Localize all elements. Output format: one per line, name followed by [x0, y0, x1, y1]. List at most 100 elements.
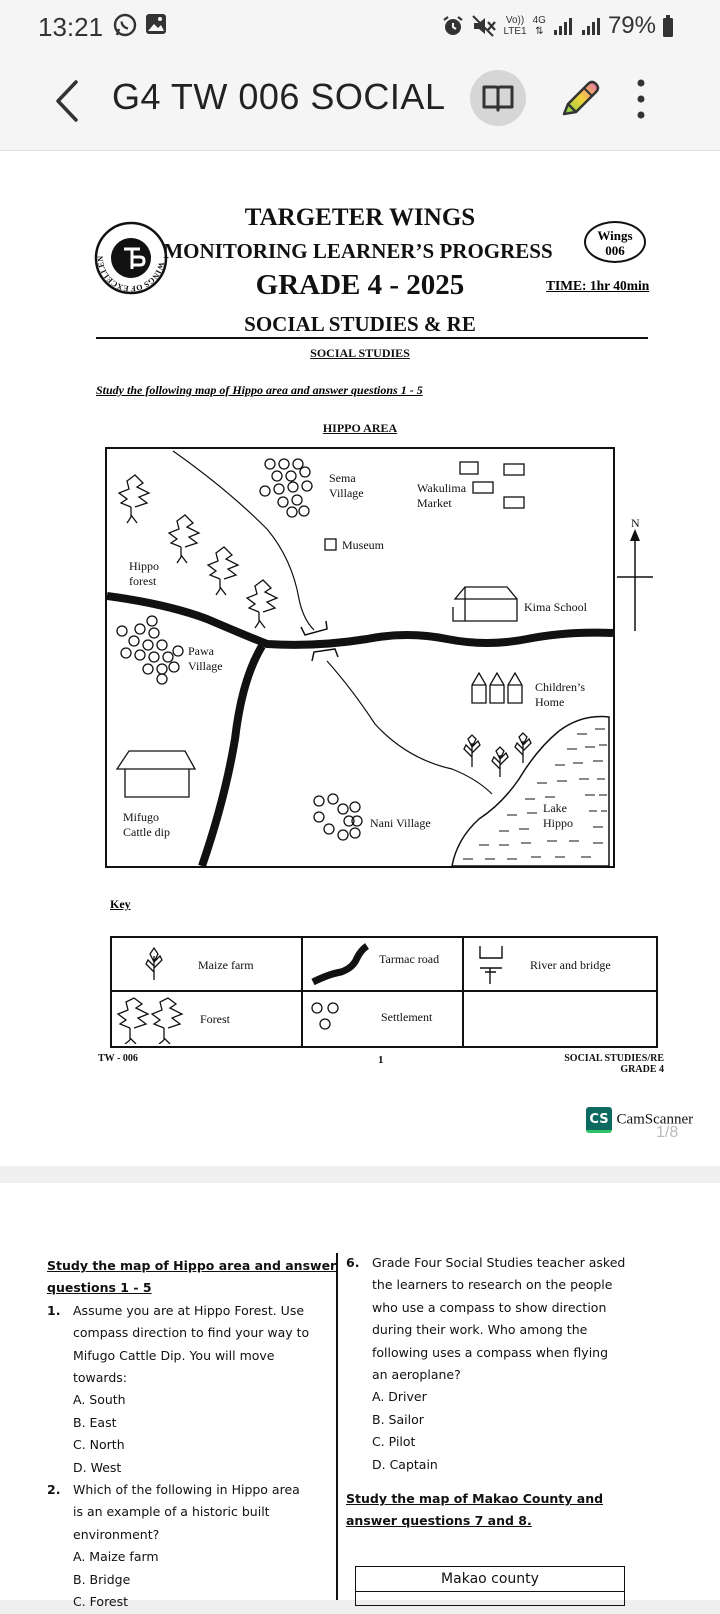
footer-page-number: 1 [378, 1054, 384, 1066]
page-indicator: 1/8 [656, 1124, 679, 1141]
nani-settlement [313, 793, 363, 841]
more-options-icon[interactable] [634, 76, 648, 122]
pawa-settlement [116, 615, 184, 685]
map-title: HIPPO AREA [322, 421, 398, 435]
document-title: G4 TW 006 SOCIAL [112, 76, 446, 117]
map-label-pawa-1: Pawa [188, 644, 214, 658]
market-buildings [459, 461, 525, 509]
key-cell-tarmac: Tarmac road [303, 938, 464, 992]
river-lower [326, 660, 493, 795]
key-cell-forest: Forest [112, 992, 303, 1046]
badge-line-1: Wings [597, 228, 633, 243]
left-instruction-line-2: questions 1 - 5 [47, 1280, 152, 1296]
map-label-mifugo-2: Cattle dip [123, 825, 170, 839]
right-instruction-line-1: Study the map of Makao County and [346, 1491, 604, 1507]
question-6-option-a: A. Driver [372, 1389, 427, 1405]
section-title: SOCIAL STUDIES [310, 346, 410, 360]
map-drawing [107, 450, 613, 866]
alarm-icon [443, 16, 464, 35]
key-label-tarmac: Tarmac road [379, 952, 440, 966]
key-cell-settlement: Settlement [303, 992, 464, 1046]
footer-code: TW - 006 [98, 1053, 138, 1064]
tarmac-road-icon [311, 943, 370, 986]
signal-icon-2 [581, 18, 600, 35]
status-bar: 13:21 Vo))LTE1 4G⇅ 79% [0, 0, 720, 54]
question-1-option-a: A. South [73, 1392, 126, 1408]
question-1-line-2: compass direction to find your way to [73, 1325, 310, 1341]
highlighter-pen-icon[interactable] [556, 74, 604, 122]
museum-symbol [324, 538, 337, 551]
question-2-line-2: is an example of a historic built [73, 1504, 270, 1520]
left-column: Study the map of Hippo area and answer q… [47, 1255, 336, 1614]
question-6-line-1: 6.Grade Four Social Studies teacher aske… [346, 1252, 625, 1274]
question-2-option-c: C. Forest [73, 1594, 129, 1610]
map-label-wakulima-2: Market [417, 496, 452, 510]
question-2-line-3: environment? [73, 1526, 160, 1542]
header-rule [96, 337, 648, 339]
org-title: TARGETER WINGS [244, 204, 476, 231]
question-1-option-c: C. North [73, 1437, 125, 1453]
question-6-line-4: during their work. Who among the [372, 1322, 588, 1338]
map-label-museum: Museum [342, 538, 384, 552]
key-cell-river: River and bridge [464, 938, 656, 992]
badge-line-2: 006 [605, 243, 625, 258]
compass-north-label: N [631, 516, 640, 530]
cattle-dip-symbol [115, 750, 197, 798]
bridge-upper [300, 620, 328, 636]
forest-tree-icon [116, 997, 184, 1044]
map-label-hippo-forest-2: forest [129, 574, 157, 588]
net-gen-label: 4G [532, 15, 546, 26]
battery-icon [663, 15, 673, 37]
north-arrow-icon [617, 529, 653, 631]
mute-icon [472, 15, 497, 37]
document-page-2[interactable]: Study the map of Hippo area and answer q… [0, 1183, 720, 1609]
camscanner-label: CamScanner [616, 1111, 694, 1128]
map-label-wakulima-1: Wakulima [417, 481, 467, 495]
lake-hippo [451, 715, 610, 866]
map-label-mifugo-1: Mifugo [123, 810, 159, 824]
assessment-subtitle: MONITORING LEARNER’S PROGRESS [163, 239, 553, 263]
time-allowed: TIME: 1hr 40min [546, 278, 650, 293]
reading-mode-button[interactable] [470, 70, 526, 126]
question-6-line-2: the learners to research on the people [372, 1277, 613, 1293]
key-cell-maize: Maize farm [112, 938, 303, 992]
maize-farm-plants [463, 732, 532, 777]
gallery-icon [146, 14, 166, 34]
question-1-option-d: D. West [73, 1459, 122, 1475]
question-6-line-5: following uses a compass when flying [372, 1344, 609, 1360]
key-title: Key [110, 897, 131, 911]
question-2-option-a: A. Maize farm [73, 1549, 159, 1565]
question-6-number: 6. [346, 1255, 360, 1270]
settlement-icon [311, 1002, 339, 1030]
left-instruction-line-1: Study the map of Hippo area and answer [47, 1258, 337, 1273]
signal-icon [553, 18, 572, 35]
question-1-line-4: towards: [73, 1370, 128, 1386]
sema-settlement [259, 458, 313, 518]
question-2-line-1: 2.Which of the following in Hippo area [47, 1479, 336, 1501]
river-bridge-icon [479, 946, 503, 984]
column-divider [336, 1253, 338, 1600]
question-1-option-b: B. East [73, 1414, 117, 1430]
makao-county-map-box: Makao county [355, 1566, 625, 1606]
key-label-maize: Maize farm [198, 958, 254, 972]
right-column: 6.Grade Four Social Studies teacher aske… [346, 1252, 625, 1533]
map-label-pawa-2: Village [188, 659, 223, 673]
map-label-kima-school: Kima School [524, 600, 587, 614]
back-arrow-icon[interactable] [48, 76, 88, 126]
map-label-hippo-forest-1: Hippo [129, 559, 159, 573]
hippo-area-map: Sema Village Wakulima Market Museum Hipp… [105, 447, 615, 868]
makao-county-title: Makao county [356, 1567, 624, 1592]
document-page-1[interactable]: WINGS OF EXCELLENCE TARGETER WINGS MONIT… [0, 151, 720, 1166]
tarmac-road-branch [198, 643, 266, 866]
question-1-number: 1. [47, 1302, 61, 1318]
question-6-option-d: D. Captain [372, 1456, 438, 1472]
net-volte-label: Vo)) [505, 15, 525, 26]
lake-water-dashes [463, 728, 607, 860]
wings-of-excellence-logo: WINGS OF EXCELLENCE [94, 221, 168, 295]
map-label-nani: Nani Village [370, 816, 431, 830]
question-6-line-6: an aeroplane? [372, 1367, 461, 1383]
question-1-line-3: Mifugo Cattle Dip. You will move [73, 1347, 275, 1363]
status-time: 13:21 [38, 12, 104, 42]
